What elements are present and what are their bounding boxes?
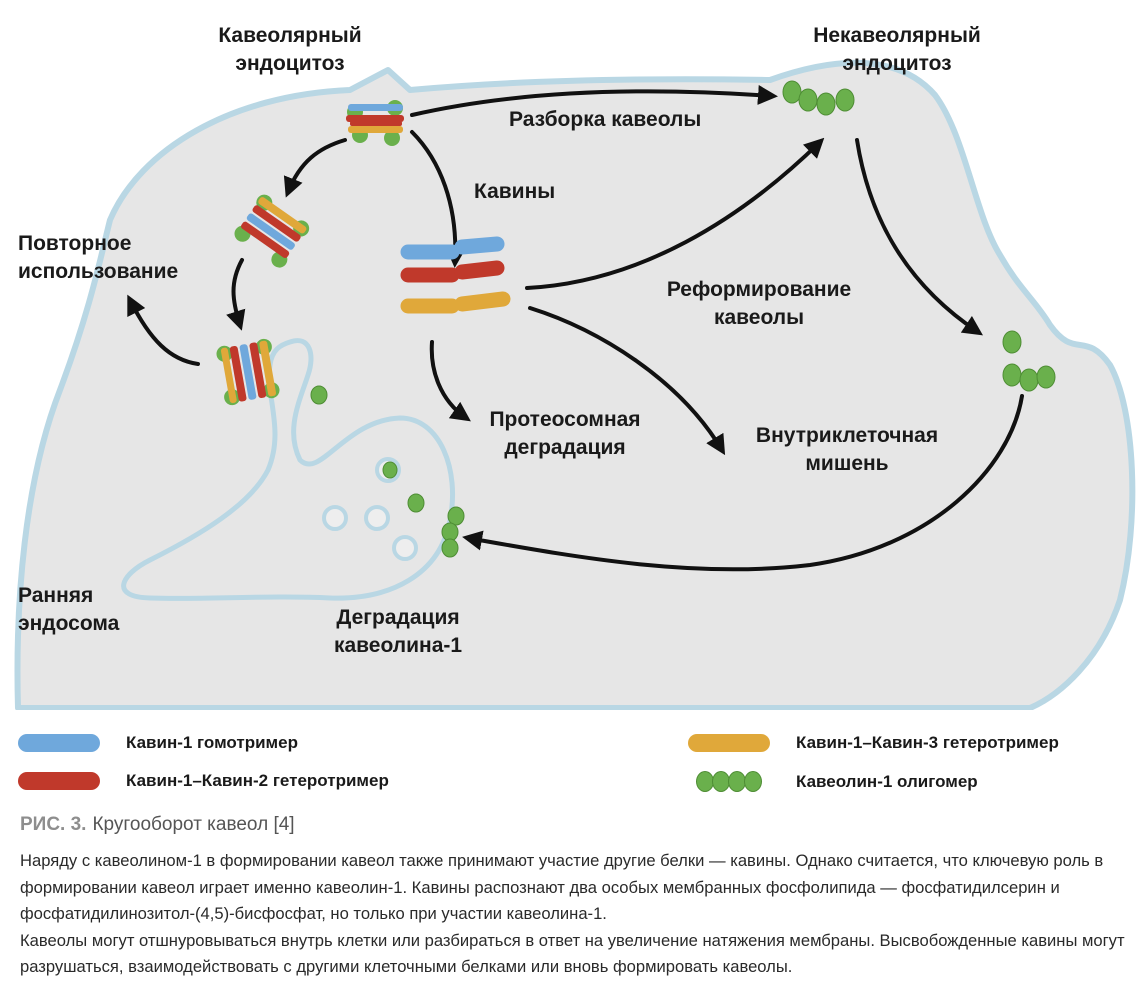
legend-item-caveolin-oligomer: Кавеолин-1 олигомер — [688, 771, 978, 792]
label-caveolar-endocytosis: Кавеолярный эндоцитоз — [218, 24, 362, 75]
label-noncaveolar-endocytosis: Некавеолярный эндоцитоз — [813, 24, 981, 75]
arrow-to-degradation — [462, 394, 1024, 572]
label-intracellular-target: Внутриклеточная мишень — [755, 424, 939, 475]
caveola-membrane — [346, 100, 404, 146]
arrows — [127, 85, 1024, 572]
arrow-to-proteasome — [429, 340, 471, 422]
legend-label: Кавин-1 гомотример — [126, 733, 298, 752]
label-reuse: Повторное использование — [18, 232, 179, 283]
arrow-to-cavins — [410, 130, 466, 268]
label-proteasomal-degradation: Протеосомная деградация — [489, 408, 641, 459]
label-early-endosome: Ранняя эндосома — [18, 584, 120, 635]
caveola-cycle-diagram: Кавеолярный эндоцитоз Некавеолярный эндо… — [14, 24, 1136, 711]
legend-swatch-green-dots — [688, 771, 770, 792]
endosomal-caveola — [216, 338, 280, 406]
legend-item-cavin1-cavin2: Кавин-1–Кавин-2 гетеротример — [18, 771, 389, 791]
legend-item-cavin1-homotrimer: Кавин-1 гомотример — [18, 733, 298, 753]
early-endosome-shape — [121, 338, 456, 601]
free-cavins — [400, 236, 511, 314]
internalized-caveola — [234, 194, 310, 268]
paragraph: Кавеолы могут отшнуровываться внутрь кле… — [20, 930, 1125, 977]
arrow-caveola-to-endosome — [226, 258, 246, 331]
figure-caption: РИС. 3.Кругооборот кавеол [4] — [20, 814, 295, 836]
legend-item-cavin1-cavin3: Кавин-1–Кавин-3 гетеротример — [688, 733, 1059, 753]
arrow-to-reuse — [127, 294, 200, 366]
paragraph: Наряду с кавеолином-1 в формировании кав… — [20, 851, 1104, 923]
legend-swatch-blue — [18, 734, 100, 752]
legend-label: Кавин-1–Кавин-2 гетеротример — [126, 771, 389, 790]
arrow-to-noncaveolar — [410, 85, 778, 117]
cell-membrane — [14, 59, 1136, 711]
legend-swatch-orange — [688, 734, 770, 752]
label-caveolin-degradation: Деградация кавеолина-1 — [333, 606, 463, 657]
figure-number: РИС. 3. — [20, 814, 87, 835]
diagram-canvas — [14, 59, 1136, 711]
arrow-to-intracellular-target — [528, 306, 726, 456]
arrow-to-membrane-bud — [855, 138, 983, 336]
label-caveola-disassembly: Разборка кавеолы — [509, 108, 702, 131]
arrow-to-reuse-caveola — [283, 138, 347, 198]
legend-swatch-red — [18, 772, 100, 790]
body-text: Наряду с кавеолином-1 в формировании кав… — [20, 848, 1130, 981]
legend-label: Кавеолин-1 олигомер — [796, 771, 978, 791]
arrow-reforming — [525, 137, 825, 290]
label-cavins: Кавины — [474, 180, 556, 203]
caveolin-oligomers — [310, 80, 1056, 558]
label-caveola-reforming: Реформирование кавеолы — [666, 278, 852, 329]
figure-title: Кругооборот кавеол [4] — [92, 814, 295, 835]
legend-label: Кавин-1–Кавин-3 гетеротример — [796, 733, 1059, 752]
